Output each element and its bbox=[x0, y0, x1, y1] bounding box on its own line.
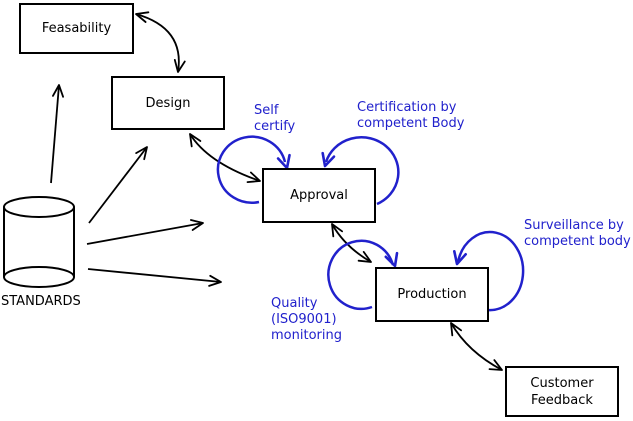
node-production: Production bbox=[375, 267, 489, 322]
arrowhead-head-approval-bottom bbox=[331, 223, 343, 238]
edge-standards-to-feasability bbox=[50, 84, 60, 184]
arrowhead-head-design-bottom bbox=[189, 133, 202, 148]
edge-production-customer-feedback bbox=[450, 322, 503, 371]
node-design: Design bbox=[111, 76, 225, 130]
arrowhead-head-approval-dir bbox=[190, 219, 204, 231]
arrowhead-head-production-bottom bbox=[450, 322, 462, 337]
node-production-label: Production bbox=[397, 287, 467, 302]
arrowhead-head-feasability bbox=[52, 84, 64, 98]
edge-quality-loop bbox=[327, 239, 395, 311]
edge-standards-to-production bbox=[87, 268, 222, 283]
node-customer-feedback-label: Customer Feedback bbox=[530, 375, 594, 408]
node-feasability-label: Feasability bbox=[41, 21, 112, 36]
arrowhead-head-production-topleft bbox=[357, 251, 372, 263]
standards-label: STANDARDS bbox=[1, 294, 81, 309]
annotation-certification: Certification by competent Body bbox=[357, 100, 465, 131]
edge-feasability-design bbox=[135, 13, 180, 73]
standards-cylinder-icon bbox=[3, 196, 75, 288]
arrowhead-head-surveillance bbox=[453, 250, 467, 266]
arrowhead-head-quality bbox=[384, 251, 399, 268]
edge-standards-to-design bbox=[88, 146, 148, 224]
edge-self-certify-loop bbox=[216, 135, 287, 204]
annotation-surveillance: Surveillance by competent body bbox=[524, 218, 631, 249]
node-approval-label: Approval bbox=[290, 188, 348, 203]
edge-certification-loop bbox=[324, 136, 400, 206]
arrowhead-head-customer-top bbox=[488, 359, 503, 371]
annotation-quality-monitoring: Quality (ISO9001) monitoring bbox=[271, 296, 342, 343]
arrowhead-head-certification bbox=[321, 151, 336, 168]
edge-standards-to-approval bbox=[86, 222, 204, 245]
edge-approval-production bbox=[331, 223, 372, 263]
edge-surveillance-loop bbox=[456, 230, 525, 312]
node-approval: Approval bbox=[262, 168, 376, 223]
arrowhead-head-production-dir bbox=[208, 274, 222, 287]
arrowhead-head-feasability-right bbox=[135, 11, 150, 23]
arrowhead-head-design-top bbox=[173, 59, 186, 73]
node-customer-feedback: Customer Feedback bbox=[505, 366, 619, 417]
node-design-label: Design bbox=[145, 95, 191, 111]
arrowhead-head-approval-left bbox=[246, 171, 261, 183]
edge-design-approval bbox=[189, 133, 261, 182]
annotation-self-certify: Self certify bbox=[254, 103, 296, 134]
arrowhead-head-design-from-standards bbox=[135, 146, 148, 161]
node-feasability: Feasability bbox=[19, 3, 134, 54]
